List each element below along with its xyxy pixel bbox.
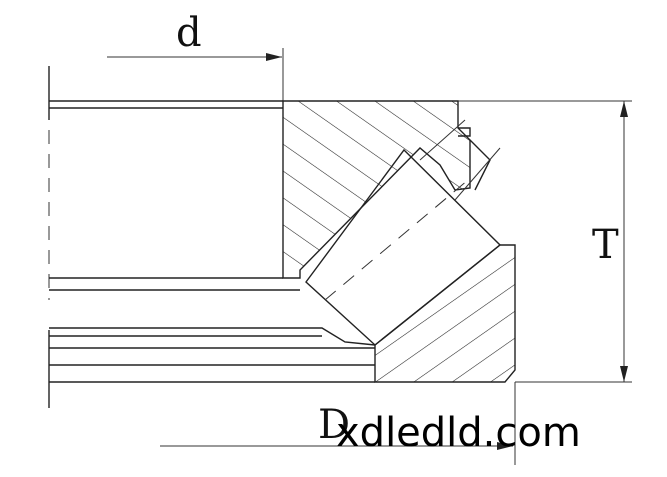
housing-washer	[49, 244, 516, 383]
watermark-text: xdledld.com	[336, 410, 581, 456]
shaft-washer-hatched-section	[282, 100, 471, 279]
dimension-T: T	[458, 100, 632, 383]
housing-washer-hatched-section	[374, 244, 516, 383]
dimension-T-label: T	[592, 222, 619, 268]
dimension-D-label: D	[318, 402, 350, 448]
dimension-d-label: d	[176, 10, 202, 56]
dimension-D: D	[160, 382, 516, 465]
shaft-washer	[49, 100, 491, 279]
dimension-d: d	[107, 10, 284, 102]
